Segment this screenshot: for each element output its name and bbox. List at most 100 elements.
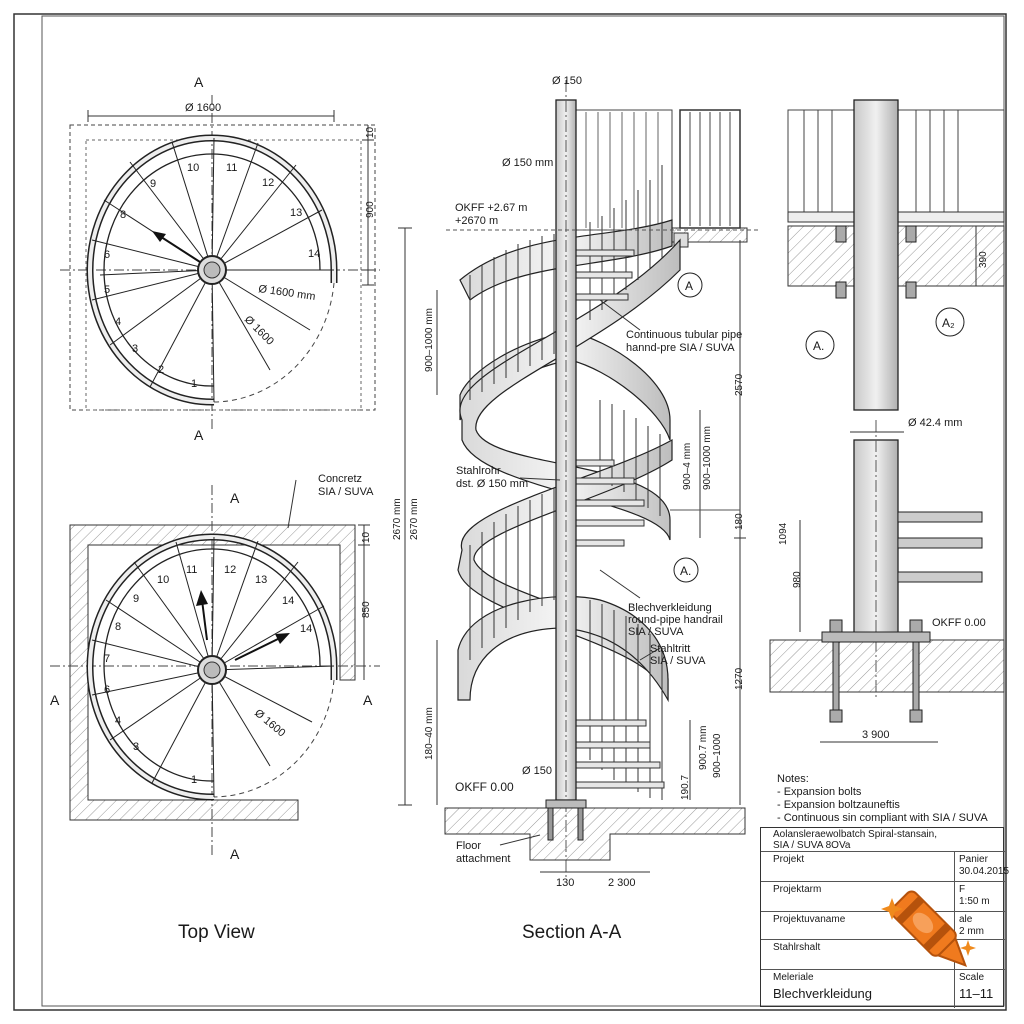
section-base-diameter: Ø 150	[522, 765, 552, 777]
pole-note-1: Stahlrohr	[456, 465, 501, 477]
svg-text:4: 4	[115, 316, 121, 328]
tread-note-1: Stahltritt	[650, 643, 690, 655]
section-rail-height-mid-a: 900–4 mm	[682, 443, 693, 490]
plan1-section-mark-top: A	[194, 74, 204, 90]
svg-text:13: 13	[255, 574, 267, 586]
floor-note-1: Floor	[456, 840, 481, 852]
plan1-diameter-top: Ø 1600	[185, 102, 221, 114]
title-block-cell: Projektuvaname	[773, 914, 846, 925]
plan2-section-mark-right: A	[363, 692, 373, 708]
svg-text:14: 14	[308, 248, 320, 260]
svg-text:6: 6	[104, 249, 110, 261]
section-total-height: 2670 mm	[392, 498, 403, 540]
svg-text:14: 14	[300, 623, 312, 635]
title-block: Aolansleraewolbatch Spiral-stansain, SIA…	[760, 827, 1009, 1008]
plan2-section-mark-top: A	[230, 490, 240, 506]
plan1-dim-small: 10	[365, 126, 376, 138]
crayon-icon	[881, 890, 976, 968]
title-block-cell: Panier	[959, 854, 988, 865]
title-block-header-2: SIA / SUVA 8OVa	[773, 840, 851, 851]
svg-text:12: 12	[224, 564, 236, 576]
scale-value: 11–11	[959, 986, 994, 1001]
plan2-material-std: SIA / SUVA	[318, 486, 374, 498]
material-label: Meleriale	[773, 972, 814, 983]
detail-callout-a: A	[685, 279, 693, 293]
plan2-step-numbers: 1 3 4 6 7 8 9 10 11 12 13 14 14	[104, 564, 312, 786]
title-block-row: Projektuvaname ale 2 mm	[761, 912, 1005, 940]
svg-text:10: 10	[187, 162, 199, 174]
title-block-row: Stahlrshalt	[761, 940, 1005, 970]
section-pole-diameter-top: Ø 150	[552, 75, 582, 87]
plan2-dim-right: 850	[361, 601, 372, 618]
svg-text:8: 8	[115, 621, 121, 633]
section-elevation	[398, 80, 760, 880]
svg-text:3: 3	[132, 343, 138, 355]
title-block-cell: Stahlrshalt	[773, 942, 821, 953]
title-block-divider	[954, 852, 955, 1008]
tread-note-2: SIA / SUVA	[650, 655, 706, 667]
notes-title: Notes:	[777, 773, 809, 785]
plan2-material-label: Concretz	[318, 473, 362, 485]
title-block-cell: ale	[959, 914, 973, 925]
section-rail-height-mid-b: 900–1000 mm	[702, 426, 713, 490]
cladding-note-2: round-pipe handrail	[628, 614, 723, 626]
svg-text:14: 14	[282, 595, 294, 607]
handrail-note-1: Continuous tubular pipe	[626, 329, 742, 341]
section-total-height-b: 2670 mm	[409, 498, 420, 540]
section-floor-level: OKFF 0.00	[455, 780, 514, 794]
section-dim-lower-2: 900.7 mm	[698, 726, 709, 770]
notes-item: - Continuous sin compliant with SIA / SU…	[777, 812, 988, 824]
svg-text:12: 12	[262, 177, 274, 189]
detail-dim-2: 980	[792, 571, 803, 588]
pole-note-2: dst. Ø 150 mm	[456, 478, 528, 490]
material-value: Blechverkleidung	[773, 986, 873, 1001]
detail-top-dim: 390	[978, 251, 989, 268]
notes-item: - Expansion boltzauneftis	[777, 799, 900, 811]
plan-view-1	[60, 95, 380, 430]
cladding-note-1: Blechverkleidung	[628, 602, 712, 614]
svg-text:7: 7	[104, 653, 110, 665]
title-block-cell: F	[959, 884, 966, 895]
cladding-note-3: SIA / SUVA	[628, 626, 684, 638]
plan1-step-numbers: 1 2 3 4 5 6 8 9 10 11 12 13 14	[104, 162, 320, 390]
svg-text:11: 11	[226, 162, 237, 174]
notes-block: Notes: - Expansion bolts - Expansion bol…	[777, 773, 988, 825]
section-dim-bottom-2: 2 300	[608, 877, 636, 889]
title-block-cell: Projekt	[773, 854, 805, 865]
svg-text:1: 1	[191, 378, 197, 390]
svg-text:1: 1	[191, 774, 197, 786]
title-block-header: Aolansleraewolbatch Spiral-stansain, SIA…	[761, 828, 1005, 852]
title-block-material-row: Meleriale Blechverkleidung Scale 11–11	[761, 970, 1005, 1008]
plan2-section-mark-bottom: A	[230, 846, 240, 862]
title-block-row: Projektarm F 1:50 m	[761, 882, 1005, 912]
plan2-diameter-diag: Ø 1600	[252, 707, 287, 739]
plan-view-2	[50, 479, 380, 855]
svg-text:11: 11	[186, 564, 197, 576]
section-dim-right-tall: 2570	[734, 373, 745, 396]
section-dim-right-low: 1270	[734, 667, 745, 690]
plan2-dim-small: 10	[361, 531, 372, 543]
title-block-row: Projekt Panier 30.04.2015	[761, 852, 1009, 882]
sheet-border	[13, 13, 1007, 1011]
plan1-dim-right: 900	[365, 201, 376, 218]
title-block-cell: 30.04.2015	[959, 866, 1010, 877]
title-block-cell: Projektarm	[773, 884, 822, 895]
section-rail-height-upper: 900–1000 mm	[424, 308, 435, 372]
top-view-caption: Top View	[178, 922, 255, 943]
svg-text:3: 3	[133, 741, 139, 753]
detail-view	[769, 99, 1005, 743]
svg-text:9: 9	[150, 178, 156, 190]
section-dim-small: 180	[734, 513, 745, 530]
section-level-top-a: OKFF +2.67 m	[455, 202, 527, 214]
section-dim-bottom-1: 130	[556, 877, 574, 889]
inner-border	[41, 15, 1005, 1007]
svg-text:13: 13	[290, 207, 302, 219]
svg-text:10: 10	[157, 574, 169, 586]
svg-text:9: 9	[133, 593, 139, 605]
detail-bottom-dim: 3 900	[862, 729, 890, 741]
section-dim-lower-1: 190.7	[680, 775, 691, 800]
section-level-top-b: +2670 m	[455, 215, 498, 227]
detail-callout-a2: A.	[680, 564, 691, 578]
floor-note-2: attachment	[456, 853, 510, 865]
